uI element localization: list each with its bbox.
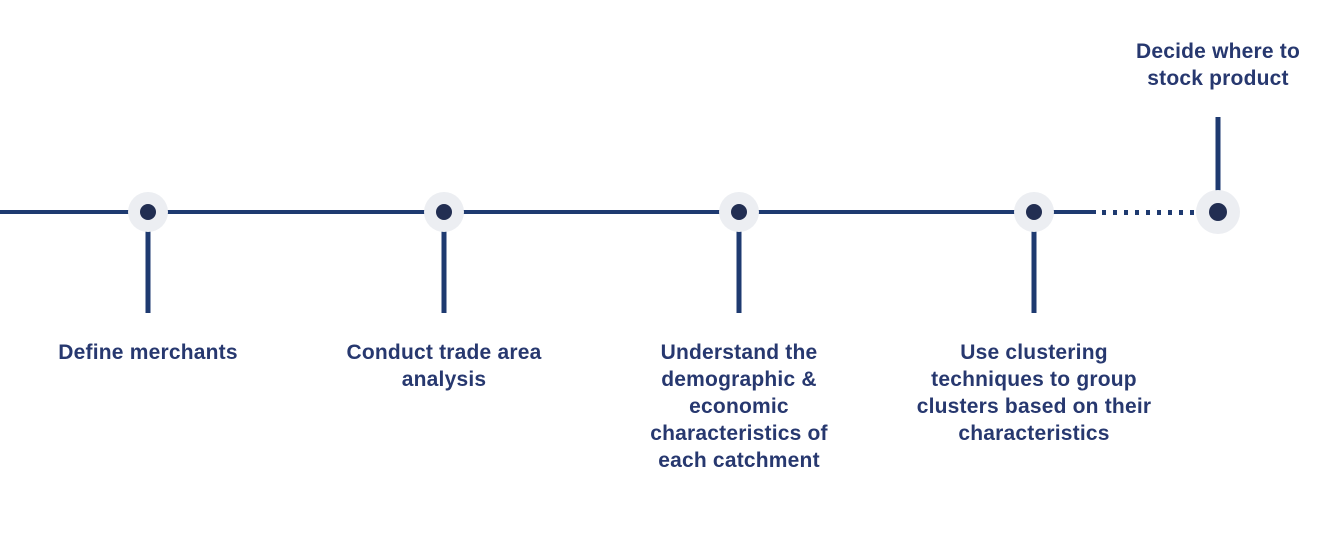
milestone-stem [441, 213, 447, 313]
timeline-dotted-line [1102, 210, 1196, 215]
milestone-stem [145, 213, 151, 313]
milestone-marker [719, 192, 759, 232]
milestone-dot [140, 204, 156, 220]
timeline-axis-line [0, 210, 1096, 214]
milestone-label-final: Decide where to stock product [1135, 40, 1301, 90]
milestone-label: Define merchants [58, 341, 238, 364]
milestone-stem [1215, 117, 1221, 213]
milestone-stem [736, 213, 742, 313]
milestone-label: Understand the demographic & economic ch… [650, 341, 828, 472]
milestone-marker-final [1196, 190, 1240, 234]
milestone-marker [424, 192, 464, 232]
milestone-dot [436, 204, 452, 220]
milestone-marker [1014, 192, 1054, 232]
milestone-label: Conduct trade area analysis [346, 341, 542, 391]
milestone-marker [128, 192, 168, 232]
milestone-label: Use clustering techniques to group clust… [916, 341, 1152, 445]
milestone-dot [1209, 203, 1227, 221]
milestone-dot [731, 204, 747, 220]
milestone-stem [1031, 213, 1037, 313]
milestone-dot [1026, 204, 1042, 220]
